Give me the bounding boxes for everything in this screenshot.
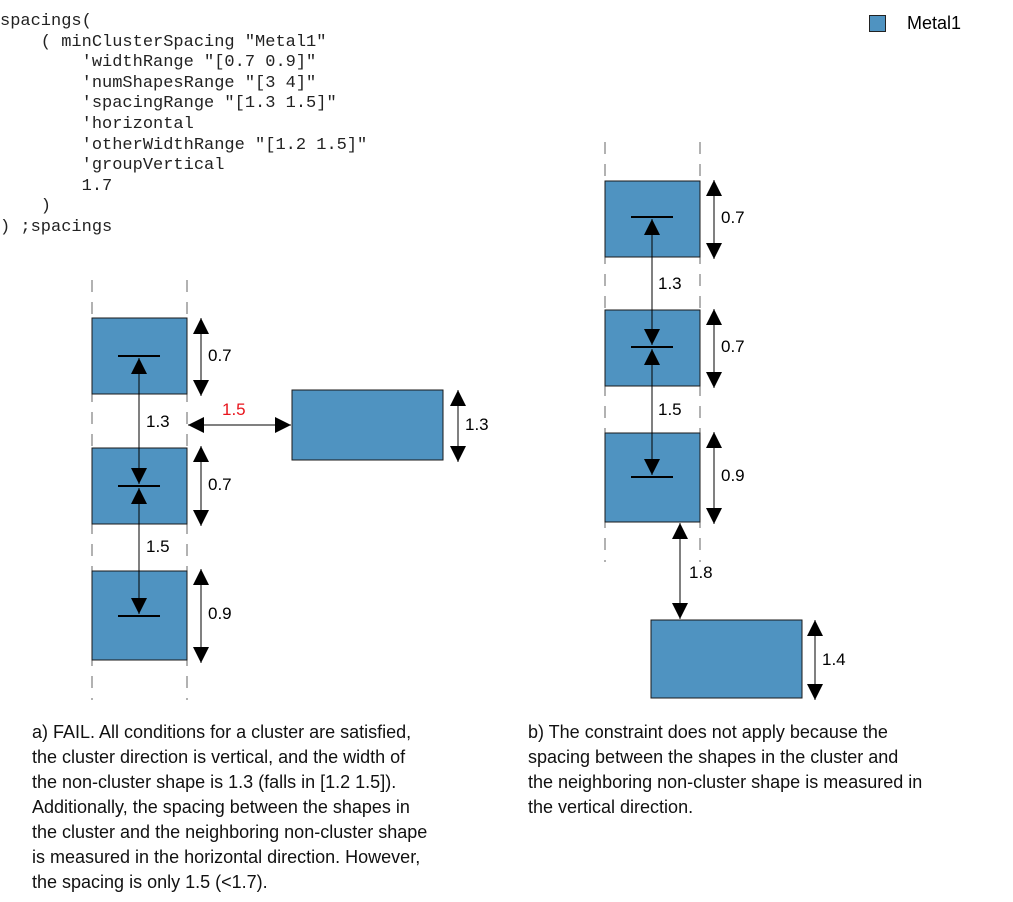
legend: Metal1: [869, 13, 961, 34]
code-line: 'groupVertical: [0, 156, 225, 176]
width-label: 0.7: [208, 346, 232, 365]
caption-a: a) FAIL. All conditions for a cluster ar…: [32, 720, 492, 895]
caption-line: the neighboring non-cluster shape is mea…: [528, 772, 923, 792]
width-label: 0.9: [721, 466, 745, 485]
spacing-label: 1.5: [658, 400, 682, 419]
width-label: 0.7: [208, 475, 232, 494]
spacing-label: 1.5: [146, 537, 170, 556]
code-line: ) ;spacings: [0, 217, 113, 237]
width-label: 0.7: [721, 337, 745, 356]
code-line: ): [0, 197, 52, 217]
measured-spacing-label: 1.8: [689, 563, 713, 582]
code-line: 'horizontal: [0, 114, 194, 134]
non-cluster-shape: [650, 619, 803, 699]
code-line: spacings(: [0, 12, 92, 31]
caption-line: b) The constraint does not apply because…: [528, 722, 888, 742]
caption-line: is measured in the horizontal direction.…: [32, 847, 421, 867]
code-line: 'widthRange "[0.7 0.9]": [0, 53, 317, 73]
width-label: 0.9: [208, 604, 232, 623]
caption-line: the cluster and the neighboring non-clus…: [32, 822, 428, 842]
code-line: ( minClusterSpacing "Metal1": [0, 32, 327, 52]
spacing-label: 1.3: [658, 274, 682, 293]
width-label: 0.7: [721, 208, 745, 227]
diagram-b: 1.3 1.5 0.7 0.7 0.9 1.8 1.4: [604, 142, 846, 700]
other-width-label: 1.3: [465, 415, 489, 434]
code-line: 'otherWidthRange "[1.2 1.5]": [0, 135, 368, 155]
other-width-label: 1.4: [822, 650, 846, 669]
code-line: 'spacingRange "[1.3 1.5]": [0, 94, 337, 114]
caption-line: Additionally, the spacing between the sh…: [32, 797, 410, 817]
legend-swatch-metal1: [869, 15, 886, 32]
caption-line: a) FAIL. All conditions for a cluster ar…: [32, 722, 412, 742]
caption-line: the non-cluster shape is 1.3 (falls in […: [32, 772, 397, 792]
code-line: 1.7: [0, 176, 113, 196]
code-block: spacings( ( minClusterSpacing "Metal1" '…: [0, 12, 367, 239]
spacing-label: 1.3: [146, 412, 170, 431]
code-line: 'numShapesRange "[3 4]": [0, 73, 317, 93]
legend-label: Metal1: [907, 13, 962, 33]
caption-line: the cluster direction is vertical, and t…: [32, 747, 406, 767]
violation-spacing-label: 1.5: [222, 400, 246, 419]
caption-line: the vertical direction.: [528, 797, 694, 817]
caption-line: spacing between the shapes in the cluste…: [528, 747, 899, 767]
caption-b: b) The constraint does not apply because…: [528, 720, 998, 820]
caption-line: the spacing is only 1.5 (<1.7).: [32, 872, 268, 892]
non-cluster-shape: [291, 389, 444, 461]
diagram-a: 1.3 1.5 0.7 0.7 0.9 1.5 1.3: [91, 280, 489, 700]
